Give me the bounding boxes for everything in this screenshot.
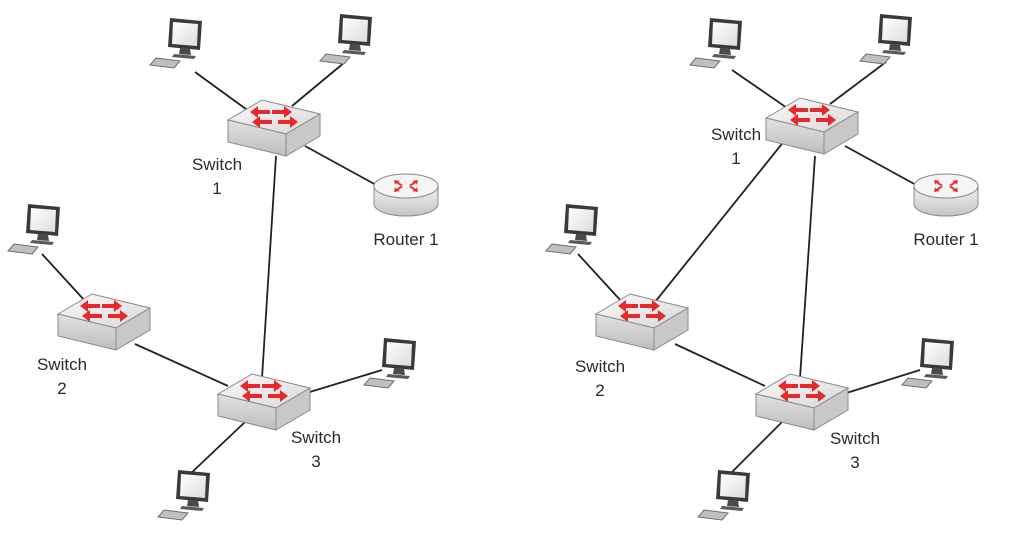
switch-2-label: Switch: [37, 355, 87, 374]
switch-icon: [595, 293, 689, 351]
computer-icon: [149, 17, 203, 69]
router-1-label: Router 1: [373, 230, 438, 249]
network-links: [577, 61, 921, 477]
switch-1-label: Switch: [711, 125, 761, 144]
link-pc-switch2: [577, 253, 623, 303]
switch-2-number: 2: [57, 379, 66, 398]
computer-icon: [7, 203, 61, 255]
link-switch1-switch2: [654, 139, 786, 303]
switch-3-number: 3: [311, 452, 320, 471]
link-switch3-pc: [299, 369, 383, 396]
switch-icon: [57, 293, 151, 351]
computer-icon: [545, 203, 599, 255]
computer-icon: [859, 13, 913, 65]
switch-3-label: Switch: [291, 428, 341, 447]
switch-2-number: 2: [595, 381, 604, 400]
router-1-label: Router 1: [913, 230, 978, 249]
link-switch2-switch3: [134, 343, 229, 387]
link-switch1-router: [844, 145, 919, 187]
switch-3-label: Switch: [830, 429, 880, 448]
network-links: [41, 61, 383, 477]
computer-icon: [157, 469, 211, 521]
computer-icon: [901, 337, 955, 389]
link-switch2-switch3: [674, 343, 766, 387]
link-pc-switch1: [291, 61, 346, 107]
diagram-left: Switch 1 Switch 2 Switch 3 Router 1: [7, 13, 439, 521]
link-switch1-switch3: [261, 155, 277, 379]
switch-1-number: 1: [731, 149, 740, 168]
link-pc-switch2: [41, 253, 87, 303]
router-icon: [913, 173, 979, 217]
switch-1-number: 1: [212, 179, 221, 198]
switch-icon: [217, 373, 311, 431]
diagram-right: Switch 1 Switch 2 Switch 3 Router 1: [545, 13, 979, 521]
link-switch1-router: [304, 145, 379, 187]
router-icon: [373, 173, 439, 217]
computer-icon: [363, 337, 417, 389]
computer-icon: [689, 17, 743, 69]
link-switch3-pc: [839, 369, 921, 396]
link-switch1-switch3: [799, 155, 816, 379]
computer-icon: [319, 13, 373, 65]
switch-icon: [755, 373, 849, 431]
switch-1-label: Switch: [192, 155, 242, 174]
link-switch3-pc: [187, 421, 246, 477]
link-switch3-pc: [727, 421, 783, 477]
link-pc-switch1: [731, 69, 791, 111]
switch-3-number: 3: [850, 453, 859, 472]
computer-icon: [697, 469, 751, 521]
switch-2-label: Switch: [575, 357, 625, 376]
link-pc-switch1: [194, 71, 251, 113]
link-pc-switch1: [829, 61, 887, 105]
